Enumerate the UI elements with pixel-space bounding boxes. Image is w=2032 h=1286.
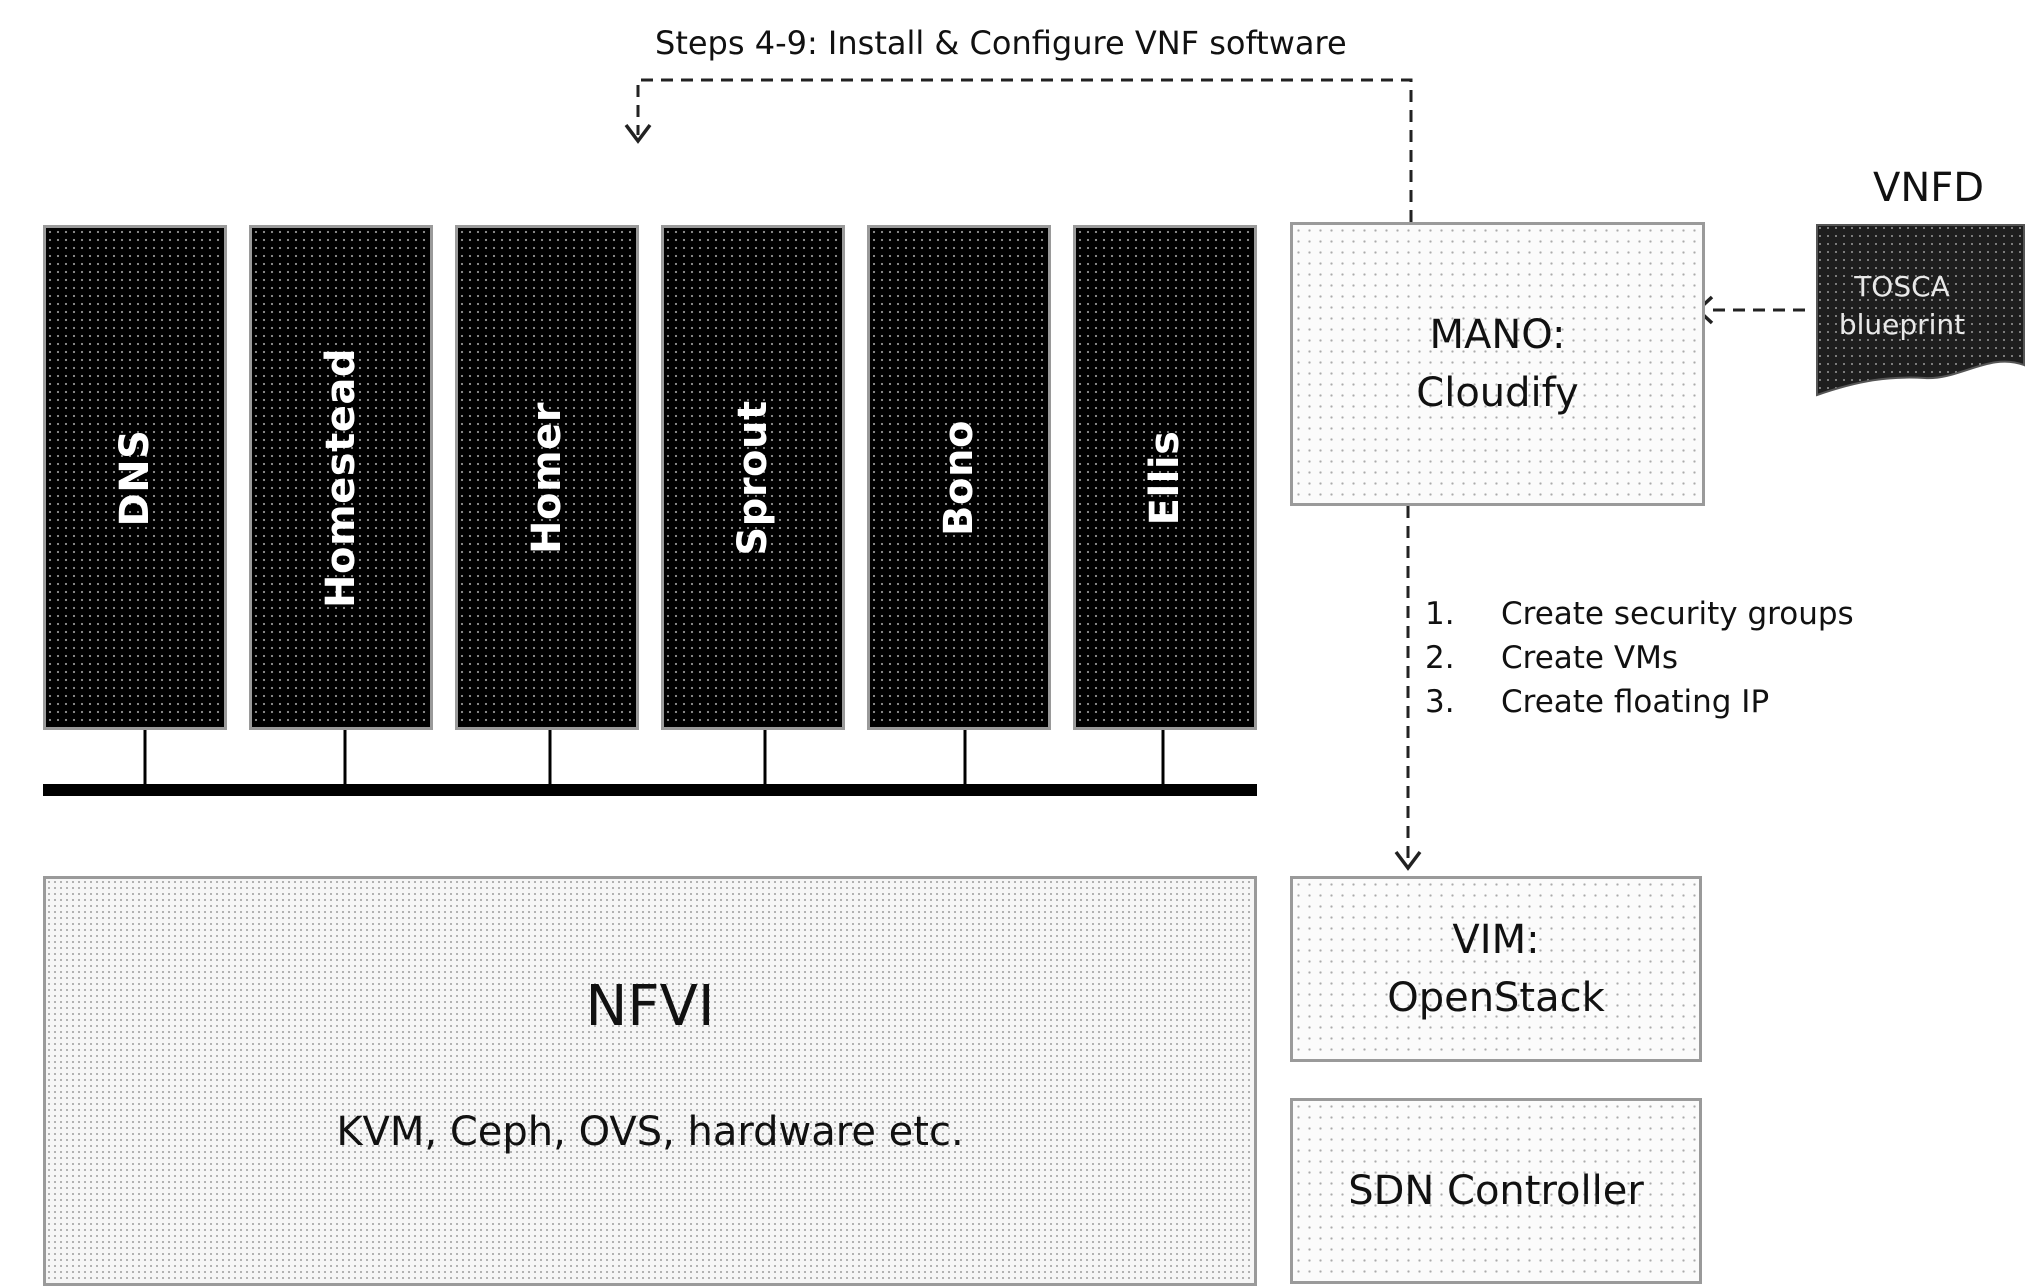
nfvi-box: NFVI KVM, Ceph, OVS, hardware etc. — [43, 876, 1257, 1286]
tosca-blueprint-line1: TOSCA — [1854, 270, 1950, 303]
vnf-label-sprout: Sprout — [730, 399, 776, 556]
sdn-controller-label: SDN Controller — [1348, 1168, 1644, 1214]
tosca-blueprint-text: TOSCA blueprint — [1812, 268, 1992, 344]
vnf-box-sprout: Sprout — [661, 225, 845, 730]
mano-box: MANO: Cloudify — [1290, 222, 1705, 506]
vnfd-label: VNFD — [1873, 165, 1985, 211]
vnf-label-dns: DNS — [112, 429, 158, 526]
step-number: 2. — [1425, 640, 1455, 676]
install-configure-annotation: Steps 4-9: Install & Configure VNF softw… — [655, 24, 1347, 62]
vnf-box-bono: Bono — [867, 225, 1051, 730]
mano-to-vim-arrowhead — [1394, 850, 1422, 871]
vnf-label-homer: Homer — [524, 401, 570, 554]
tosca-blueprint-document-icon — [1816, 224, 2025, 397]
vim-box: VIM: OpenStack — [1290, 876, 1702, 1062]
step-text: Create floating IP — [1501, 684, 1770, 720]
mano-label-line1: MANO: — [1429, 312, 1566, 358]
vim-label-line2: OpenStack — [1387, 975, 1605, 1021]
vnf-box-homestead: Homestead — [249, 225, 433, 730]
nfvi-subtitle: KVM, Ceph, OVS, hardware etc. — [336, 1109, 964, 1155]
vnf-box-homer: Homer — [455, 225, 639, 730]
tosca-blueprint-line2: blueprint — [1838, 308, 1966, 341]
vnf-box-dns: DNS — [43, 225, 227, 730]
install-configure-arrowhead — [624, 123, 652, 144]
step-number: 1. — [1425, 596, 1455, 632]
step-item: 1. Create security groups — [1425, 592, 1854, 636]
sdn-controller-box: SDN Controller — [1290, 1098, 1702, 1284]
orchestration-steps-list: 1. Create security groups 2. Create VMs … — [1425, 592, 1854, 724]
vnf-label-bono: Bono — [936, 419, 982, 536]
step-item: 3. Create floating IP — [1425, 680, 1854, 724]
step-text: Create security groups — [1501, 596, 1854, 632]
nfvi-title: NFVI — [585, 974, 715, 1039]
vnf-box-ellis: Ellis — [1073, 225, 1257, 730]
mano-label-line2: Cloudify — [1416, 370, 1579, 416]
step-number: 3. — [1425, 684, 1455, 720]
step-text: Create VMs — [1501, 640, 1678, 676]
vnf-label-ellis: Ellis — [1142, 430, 1188, 525]
install-configure-arrow-line — [636, 78, 1413, 222]
vnf-label-homestead: Homestead — [318, 347, 364, 608]
vim-label-line1: VIM: — [1452, 917, 1540, 963]
step-item: 2. Create VMs — [1425, 636, 1854, 680]
